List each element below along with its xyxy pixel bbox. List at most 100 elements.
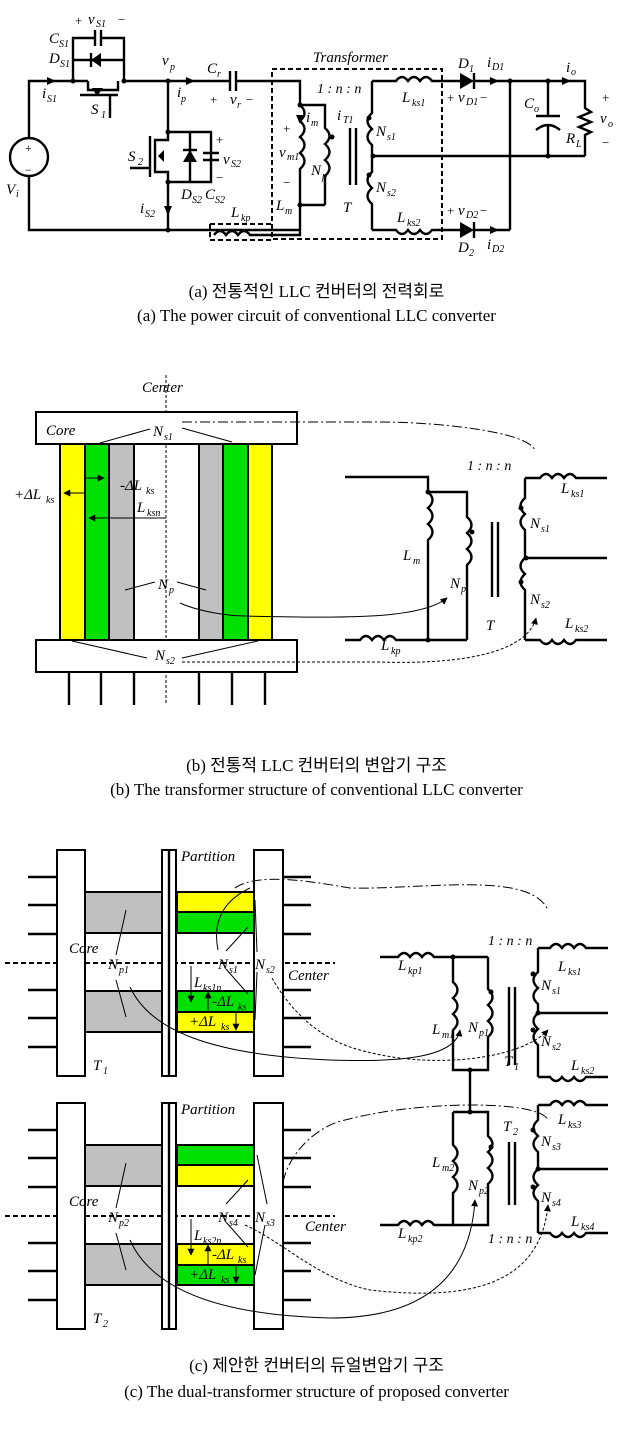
svg-text:ks: ks bbox=[46, 495, 54, 506]
svg-text:S1: S1 bbox=[96, 19, 106, 30]
winding-ns1-left bbox=[84, 443, 110, 641]
svg-text:s1: s1 bbox=[552, 986, 561, 997]
svg-text:D: D bbox=[180, 187, 192, 203]
svg-text:+ΔL: +ΔL bbox=[189, 1014, 216, 1030]
svg-text:kp: kp bbox=[391, 646, 400, 657]
svg-text:ks1: ks1 bbox=[568, 967, 581, 978]
svg-text:p2: p2 bbox=[478, 1186, 489, 1197]
svg-text:Center: Center bbox=[305, 1219, 346, 1235]
svg-text:i: i bbox=[140, 201, 144, 217]
winding-ns2-left bbox=[59, 443, 86, 641]
svg-text:−: − bbox=[480, 203, 487, 218]
svg-text:s1: s1 bbox=[229, 965, 238, 976]
svg-text:v: v bbox=[88, 12, 95, 28]
svg-text:L: L bbox=[557, 1112, 566, 1128]
svg-text:v: v bbox=[223, 152, 230, 168]
svg-text:1 : n : n: 1 : n : n bbox=[467, 459, 511, 474]
svg-text:L: L bbox=[560, 481, 569, 497]
svg-text:N: N bbox=[310, 163, 322, 179]
svg-text:1: 1 bbox=[103, 1066, 108, 1077]
svg-text:R: R bbox=[565, 131, 575, 147]
svg-text:Transformer: Transformer bbox=[313, 50, 388, 66]
panel-c-t1-circuit bbox=[380, 942, 608, 1112]
svg-text:1: 1 bbox=[101, 110, 106, 121]
svg-text:ks2: ks2 bbox=[581, 1066, 594, 1077]
svg-text:L: L bbox=[275, 198, 284, 214]
svg-text:-ΔL: -ΔL bbox=[212, 1247, 234, 1263]
caption-c-korean: (c) 제안한 컨버터의 듀얼변압기 구조 bbox=[189, 1356, 444, 1375]
svg-text:-ΔL: -ΔL bbox=[212, 994, 234, 1010]
svg-text:L: L bbox=[575, 139, 582, 150]
svg-text:N: N bbox=[107, 957, 119, 973]
svg-text:m1: m1 bbox=[442, 1030, 454, 1041]
svg-text:s2: s2 bbox=[541, 600, 550, 611]
svg-text:T: T bbox=[343, 200, 353, 216]
svg-text:2: 2 bbox=[138, 157, 143, 168]
svg-text:v: v bbox=[600, 111, 607, 127]
svg-text:C: C bbox=[205, 187, 216, 203]
svg-text:D2: D2 bbox=[465, 210, 478, 221]
svg-text:S2: S2 bbox=[192, 195, 202, 206]
svg-text:s3: s3 bbox=[266, 1218, 275, 1229]
svg-text:v: v bbox=[279, 145, 286, 161]
winding-np-left bbox=[108, 443, 135, 641]
svg-text:i: i bbox=[566, 60, 570, 76]
winding-ns1-right bbox=[222, 443, 249, 641]
svg-text:L: L bbox=[380, 638, 389, 654]
svg-text:1 : n : n: 1 : n : n bbox=[488, 934, 532, 949]
svg-text:T1: T1 bbox=[343, 115, 354, 126]
svg-text:o: o bbox=[534, 104, 539, 115]
svg-text:s2: s2 bbox=[552, 1042, 561, 1053]
svg-text:1: 1 bbox=[469, 64, 474, 75]
svg-text:S1: S1 bbox=[60, 59, 70, 70]
svg-text:D: D bbox=[457, 240, 469, 256]
svg-text:T: T bbox=[504, 1054, 514, 1070]
svg-text:N: N bbox=[449, 576, 461, 592]
svg-text:Center: Center bbox=[142, 380, 183, 396]
winding-ns2-right bbox=[247, 443, 273, 641]
winding-np-right bbox=[198, 443, 224, 641]
svg-text:S1: S1 bbox=[47, 94, 57, 105]
svg-text:m: m bbox=[311, 118, 318, 129]
svg-text:1 : n : n: 1 : n : n bbox=[488, 1232, 532, 1247]
svg-text:+: + bbox=[210, 92, 217, 107]
svg-text:+: + bbox=[25, 141, 32, 155]
svg-text:ks3: ks3 bbox=[568, 1120, 581, 1131]
svg-text:ks: ks bbox=[221, 1022, 229, 1033]
svg-text:m: m bbox=[285, 206, 292, 217]
svg-text:N: N bbox=[157, 577, 169, 593]
svg-text:v: v bbox=[162, 53, 169, 69]
svg-text:D2: D2 bbox=[491, 244, 504, 255]
svg-text:−: − bbox=[118, 12, 125, 27]
svg-text:ks: ks bbox=[146, 486, 154, 497]
svg-text:kp: kp bbox=[241, 213, 250, 224]
svg-text:i: i bbox=[487, 237, 491, 253]
svg-text:C: C bbox=[207, 61, 218, 77]
svg-text:i: i bbox=[306, 110, 310, 126]
svg-text:v: v bbox=[458, 203, 465, 219]
caption-b-korean: (b) 전통적 LLC 컨버터의 변압기 구조 bbox=[186, 756, 447, 775]
svg-text:N: N bbox=[529, 516, 541, 532]
svg-text:ks2: ks2 bbox=[407, 218, 420, 229]
svg-text:S: S bbox=[128, 149, 136, 165]
svg-text:s1: s1 bbox=[541, 524, 550, 535]
svg-text:L: L bbox=[557, 959, 566, 975]
svg-text:ks2: ks2 bbox=[575, 624, 588, 635]
svg-text:L: L bbox=[230, 205, 239, 221]
svg-text:kp2: kp2 bbox=[408, 1234, 422, 1245]
svg-text:L: L bbox=[402, 548, 411, 564]
panel-c-t2-circuit bbox=[380, 1099, 608, 1239]
svg-text:N: N bbox=[467, 1178, 479, 1194]
core-top bbox=[35, 411, 298, 445]
transformer-box bbox=[271, 68, 443, 240]
panel-c-t2-structure bbox=[5, 1102, 551, 1330]
svg-text:+ΔL: +ΔL bbox=[14, 487, 41, 503]
svg-text:Core: Core bbox=[46, 423, 76, 439]
svg-text:L: L bbox=[397, 958, 406, 974]
svg-text:N: N bbox=[217, 957, 229, 973]
svg-text:D: D bbox=[457, 56, 469, 72]
svg-text:L: L bbox=[396, 210, 405, 226]
